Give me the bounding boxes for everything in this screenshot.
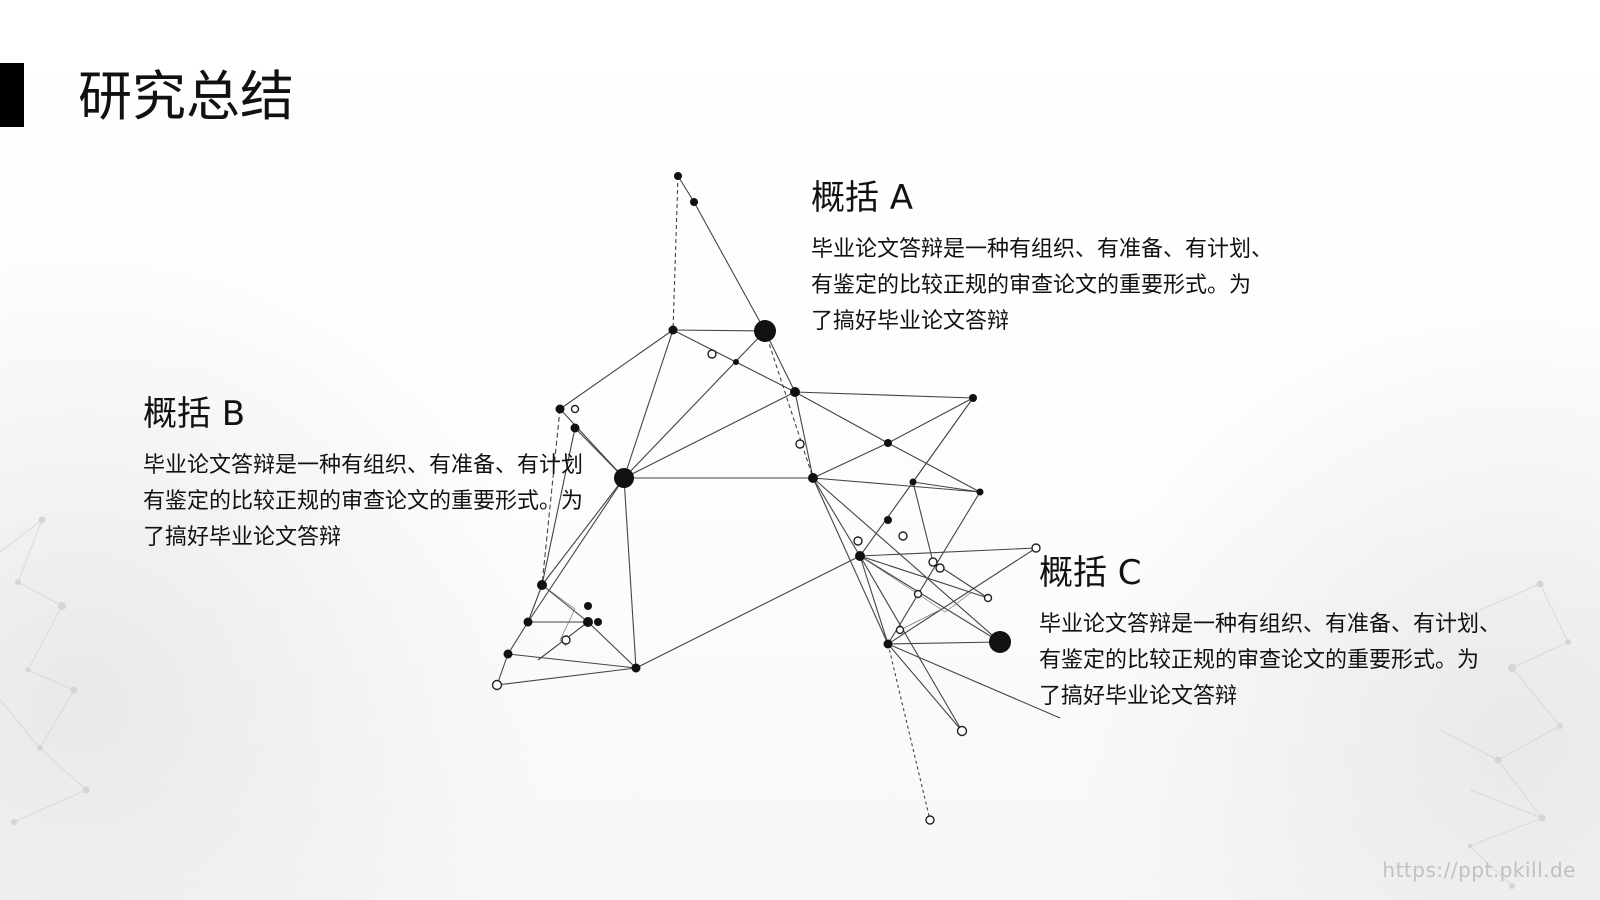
title-accent-bar bbox=[0, 63, 24, 127]
summary-block-c: 概括 C 毕业论文答辩是一种有组织、有准备、有计划、 有鉴定的比较正规的审查论文… bbox=[1039, 553, 1559, 715]
page-title: 研究总结 bbox=[78, 65, 294, 128]
summary-block-b: 概括 B 毕业论文答辩是一种有组织、有准备、有计划 有鉴定的比较正规的审查论文的… bbox=[143, 394, 613, 556]
summary-block-a: 概括 A 毕业论文答辩是一种有组织、有准备、有计划、 有鉴定的比较正规的审查论文… bbox=[811, 178, 1311, 340]
watermark-text: https://ppt.pkill.de bbox=[1382, 858, 1576, 882]
summary-text-a: 毕业论文答辩是一种有组织、有准备、有计划、 有鉴定的比较正规的审查论文的重要形式… bbox=[811, 237, 1274, 335]
summary-text-c: 毕业论文答辩是一种有组织、有准备、有计划、 有鉴定的比较正规的审查论文的重要形式… bbox=[1039, 612, 1502, 710]
summary-heading-a: 概括 A bbox=[811, 178, 914, 218]
summary-text-b: 毕业论文答辩是一种有组织、有准备、有计划 有鉴定的比较正规的审查论文的重要形式。… bbox=[143, 453, 584, 551]
summary-heading-b: 概括 B bbox=[143, 394, 246, 434]
summary-heading-c: 概括 C bbox=[1039, 553, 1142, 593]
